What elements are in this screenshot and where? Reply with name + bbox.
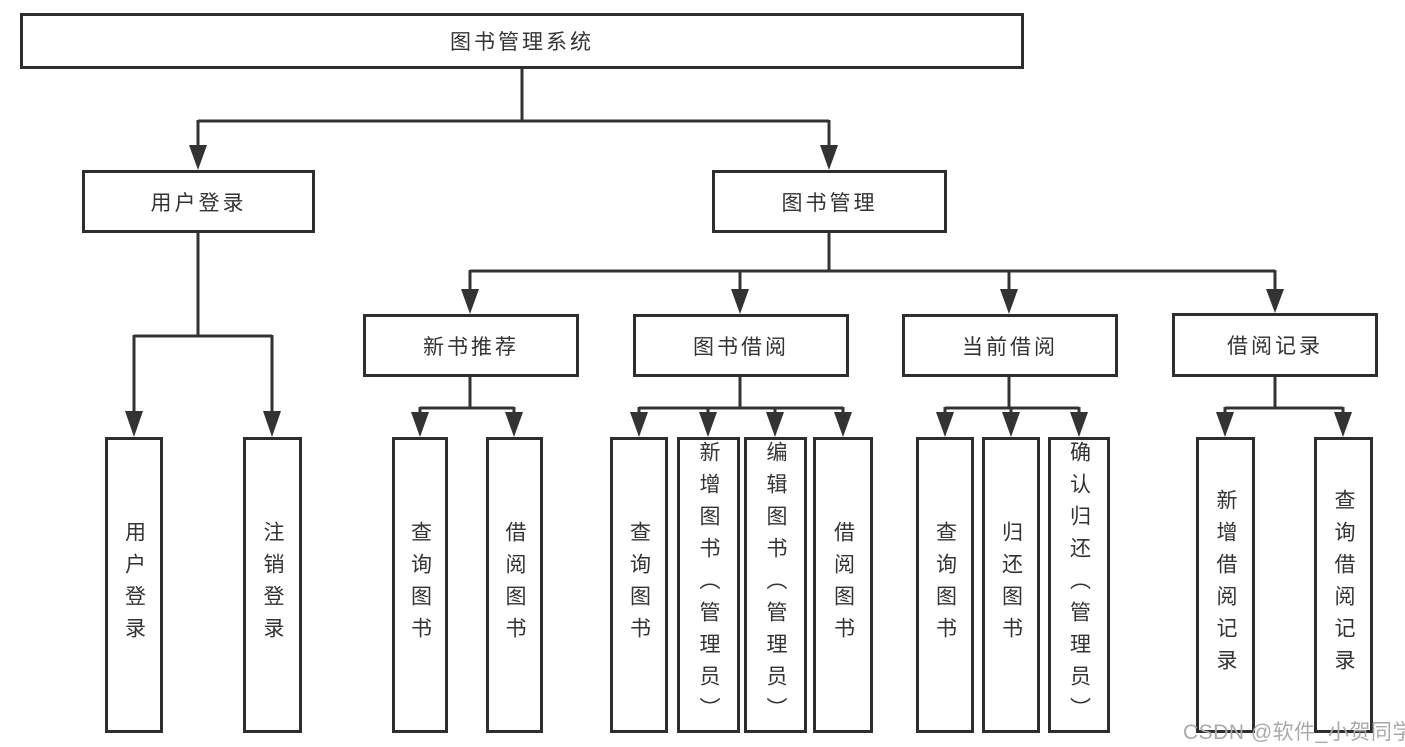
leaf-label: 用户登录 — [122, 521, 146, 649]
node-borrowing-records: 借阅记录 — [1172, 313, 1378, 377]
leaf-query-borrow-record: 查询借阅记录 — [1314, 437, 1373, 733]
leaf-label: 编辑图书（管理员） — [764, 441, 787, 729]
node-new-book-recommendation: 新书推荐 — [363, 314, 579, 377]
leaf-label: 归还图书 — [999, 521, 1023, 649]
leaf-logout: 注销登录 — [243, 437, 302, 733]
leaf-add-borrow-record: 新增借阅记录 — [1196, 437, 1255, 733]
leaf-add-books-admin: 新增图书（管理员） — [677, 437, 740, 733]
leaf-label: 借阅图书 — [831, 521, 855, 649]
leaf-label: 新增借阅记录 — [1214, 489, 1237, 681]
leaf-label: 新增图书（管理员） — [697, 441, 720, 729]
leaf-borrow-books: 借阅图书 — [813, 437, 873, 733]
node-book-borrowing: 图书借阅 — [633, 314, 849, 377]
leaf-query-books: 查询图书 — [392, 437, 448, 733]
leaf-query-books: 查询图书 — [916, 437, 974, 733]
leaf-label: 查询借阅记录 — [1332, 489, 1355, 681]
leaf-query-books: 查询图书 — [610, 437, 668, 733]
node-current-borrowing: 当前借阅 — [902, 314, 1118, 377]
leaf-confirm-return-admin: 确认归还（管理员） — [1048, 437, 1110, 733]
leaf-label: 查询图书 — [408, 521, 432, 649]
leaf-edit-books-admin: 编辑图书（管理员） — [744, 437, 807, 733]
leaf-label: 借阅图书 — [503, 521, 526, 649]
leaf-user-login: 用户登录 — [105, 437, 163, 733]
leaf-borrow-books: 借阅图书 — [486, 437, 543, 733]
leaf-return-books: 归还图书 — [982, 437, 1040, 733]
leaf-label: 确认归还（管理员） — [1067, 441, 1091, 729]
csdn-watermark: CSDN @软件_小贺同学 — [1183, 721, 1405, 744]
node-root-system: 图书管理系统 — [20, 13, 1024, 69]
node-user-login: 用户登录 — [82, 170, 315, 233]
leaf-label: 注销登录 — [261, 521, 284, 649]
leaf-label: 查询图书 — [627, 521, 651, 649]
leaf-label: 查询图书 — [933, 521, 957, 649]
node-book-management: 图书管理 — [712, 170, 947, 233]
